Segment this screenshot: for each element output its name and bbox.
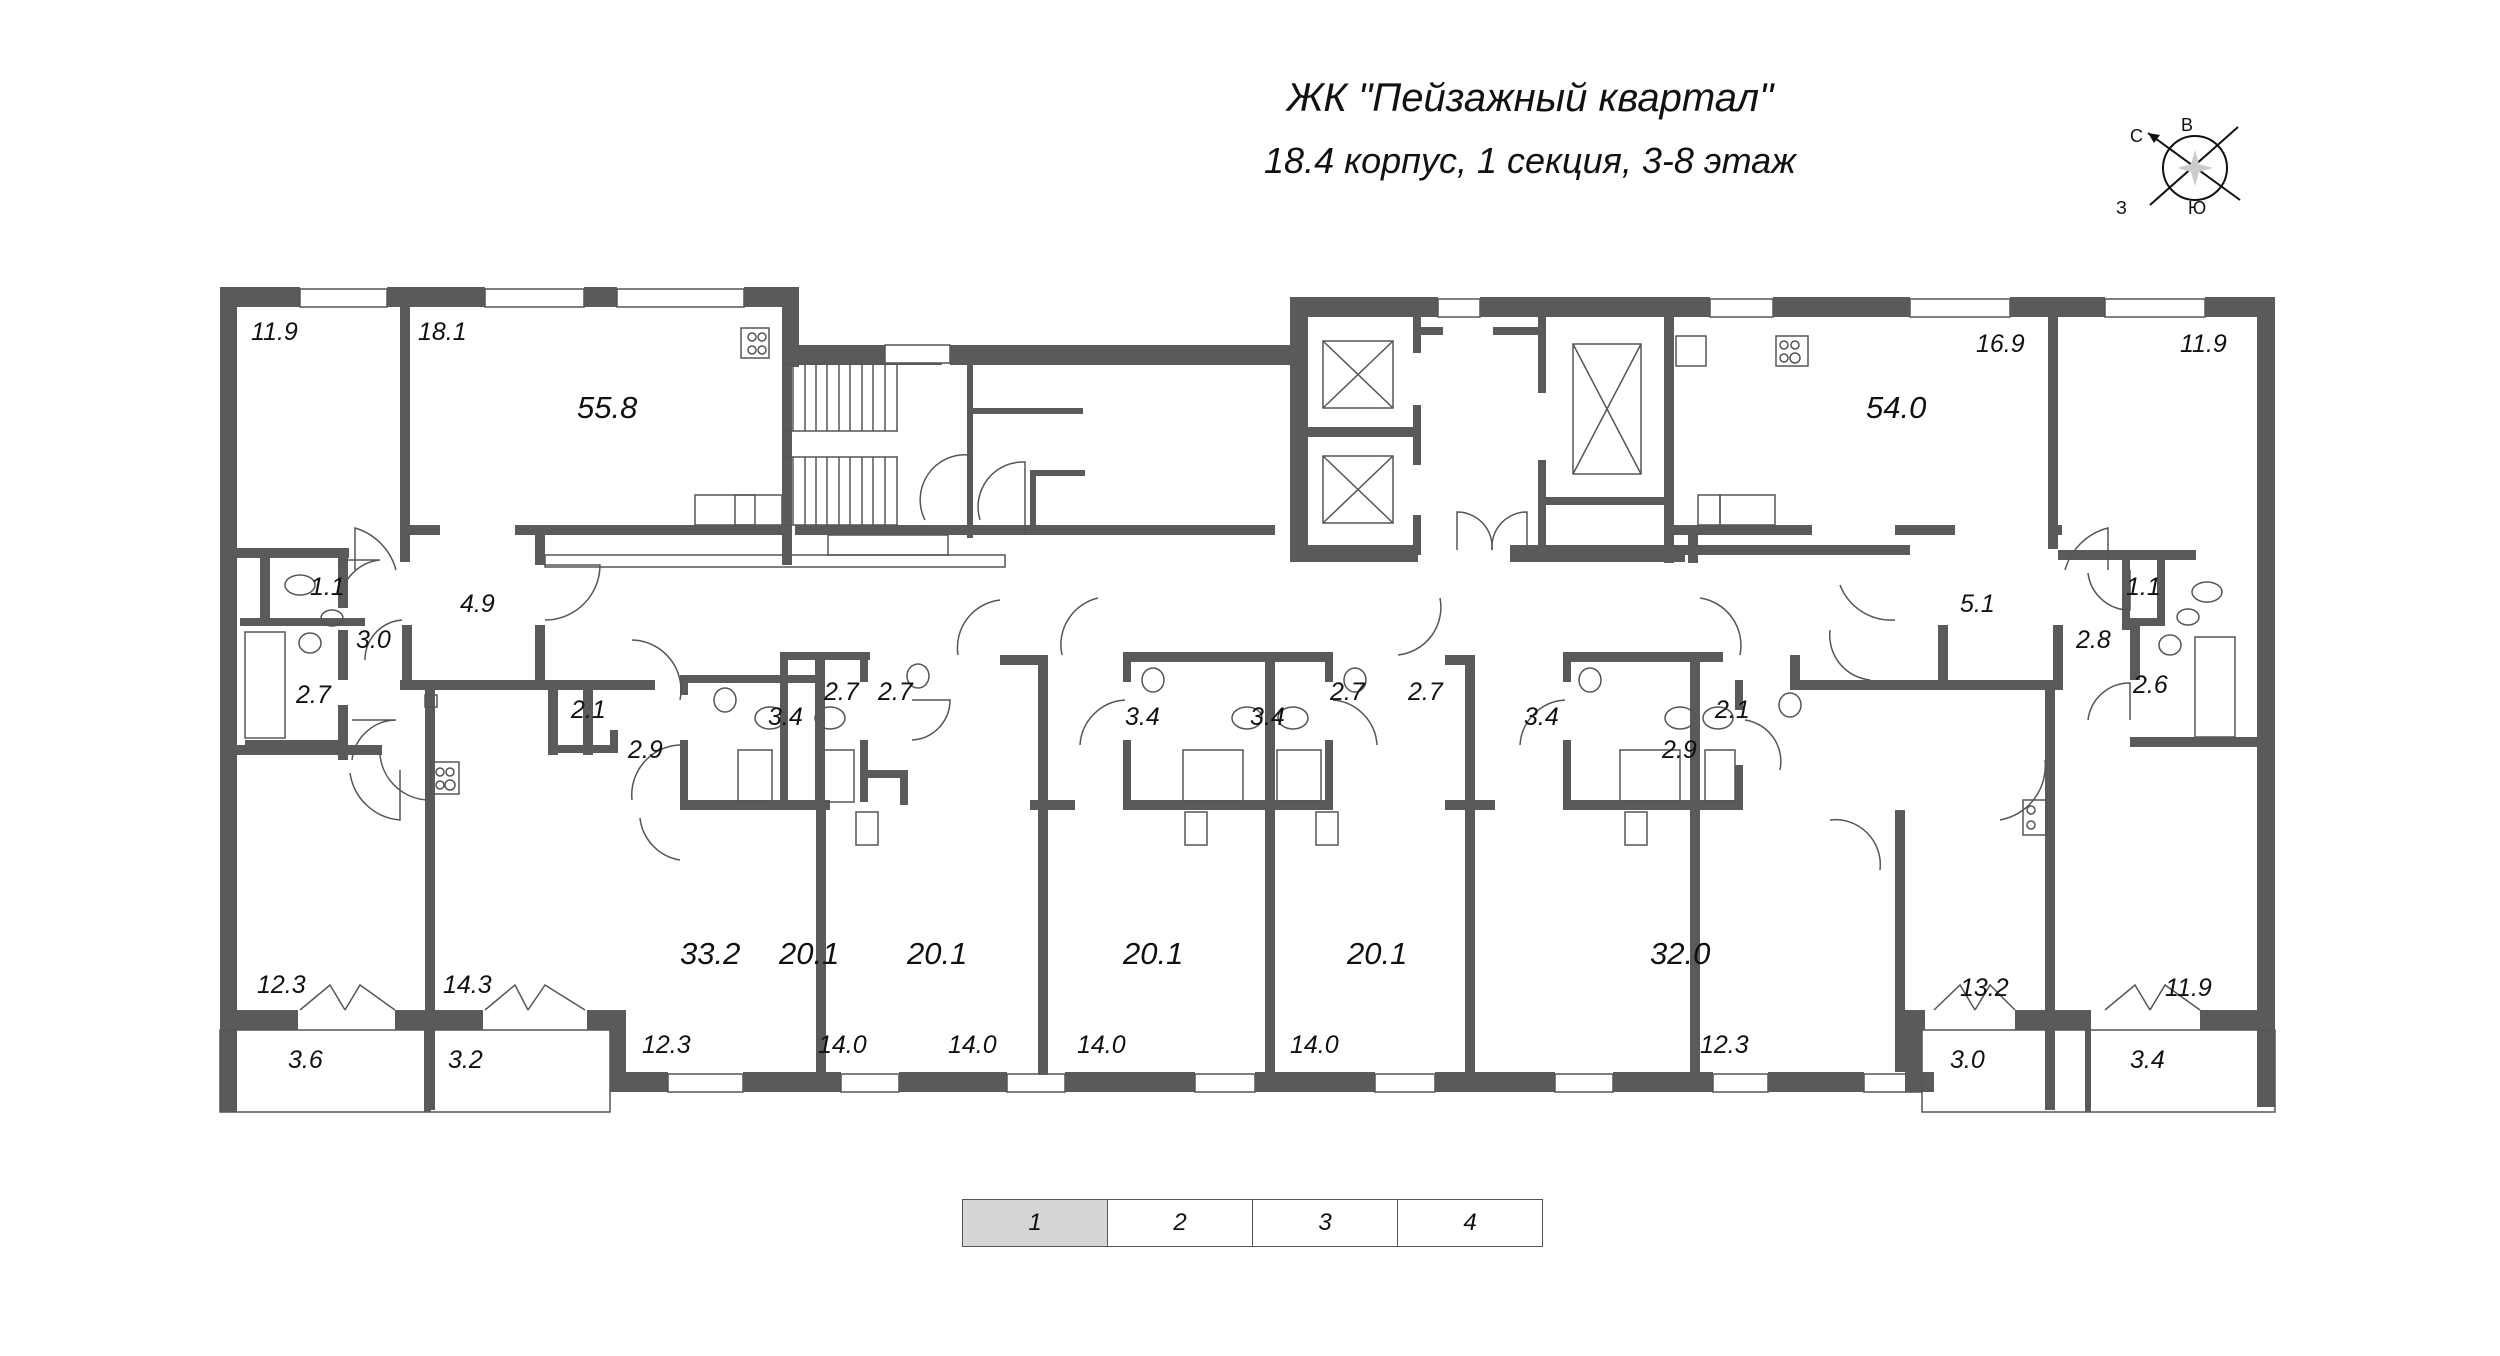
area-label: 2.7 xyxy=(1407,678,1444,706)
complex-title: ЖК "Пейзажный квартал" xyxy=(1286,76,1774,120)
compass-east-label: В xyxy=(2181,115,2193,135)
area-total-label: 20.1 xyxy=(906,936,967,971)
area-label: 3.4 xyxy=(1524,703,1559,731)
area-total-label: 55.8 xyxy=(577,390,638,425)
area-label: 3.4 xyxy=(1125,703,1160,731)
area-label: 4.9 xyxy=(460,590,495,618)
floor-tab-1[interactable]: 1 xyxy=(963,1200,1108,1246)
area-label: 2.1 xyxy=(570,696,606,724)
area-label: 11.9 xyxy=(2165,974,2212,1002)
area-label: 14.0 xyxy=(948,1031,997,1059)
compass-north-label: С xyxy=(2130,126,2143,146)
stairwell xyxy=(782,363,1275,562)
area-total-label: 54.0 xyxy=(1866,390,1926,425)
area-label: 12.3 xyxy=(257,971,306,999)
area-total-label: 33.2 xyxy=(680,936,740,971)
compass-west-label: З xyxy=(2116,198,2127,218)
area-total-label: 20.1 xyxy=(1122,936,1183,971)
area-label: 2.7 xyxy=(1329,678,1366,706)
area-label: 3.0 xyxy=(356,626,391,654)
outer-walls xyxy=(220,287,2275,1112)
area-total-label: 20.1 xyxy=(778,936,839,971)
compass-icon: С В З Ю xyxy=(2116,115,2241,218)
area-label: 11.9 xyxy=(251,318,298,346)
area-label: 3.4 xyxy=(1250,703,1285,731)
apartment-left-lower[interactable] xyxy=(237,690,618,1011)
area-label: 3.0 xyxy=(1950,1046,1985,1074)
area-label: 2.6 xyxy=(2132,671,2168,699)
area-label: 11.9 xyxy=(2180,330,2227,358)
area-label: 2.7 xyxy=(295,681,332,709)
area-label: 13.2 xyxy=(1960,974,2009,1002)
area-label: 1.1 xyxy=(310,573,345,601)
area-label: 3.6 xyxy=(288,1046,323,1074)
area-label: 2.7 xyxy=(823,678,860,706)
area-label: 2.9 xyxy=(1661,736,1697,764)
area-total-label: 32.0 xyxy=(1650,936,1710,971)
area-total-label: 20.1 xyxy=(1346,936,1407,971)
area-label: 3.4 xyxy=(768,703,803,731)
studios[interactable] xyxy=(631,597,1915,1075)
floor-tab-2[interactable]: 2 xyxy=(1108,1200,1253,1246)
area-label: 12.3 xyxy=(642,1031,691,1059)
room-labels: 11.9 18.1 55.8 4.9 1.1 3.0 2.7 2.1 2.9 1… xyxy=(251,318,2227,1074)
area-label: 14.3 xyxy=(443,971,492,999)
area-label: 3.4 xyxy=(2130,1046,2165,1074)
area-label: 3.2 xyxy=(448,1046,483,1074)
area-label: 14.0 xyxy=(818,1031,867,1059)
area-label: 5.1 xyxy=(1960,590,1995,618)
floor-tab-3[interactable]: 3 xyxy=(1253,1200,1398,1246)
floor-tabs: 1 2 3 4 xyxy=(962,1199,1543,1247)
area-label: 2.7 xyxy=(877,678,914,706)
floor-tab-4[interactable]: 4 xyxy=(1398,1200,1542,1246)
area-label: 2.1 xyxy=(1714,696,1750,724)
area-label: 12.3 xyxy=(1700,1031,1749,1059)
area-label: 18.1 xyxy=(418,318,467,346)
elevator-core xyxy=(1290,297,1707,563)
section-subtitle: 18.4 корпус, 1 секция, 3-8 этаж xyxy=(1264,140,1796,181)
area-label: 2.8 xyxy=(2075,626,2111,654)
apartment-54-0[interactable] xyxy=(1674,317,2275,1110)
area-label: 14.0 xyxy=(1290,1031,1339,1059)
apartment-55-8[interactable] xyxy=(237,307,1006,1110)
area-label: 16.9 xyxy=(1976,330,2025,358)
area-label: 14.0 xyxy=(1077,1031,1126,1059)
area-label: 1.1 xyxy=(2126,573,2161,601)
compass-south-label: Ю xyxy=(2188,198,2206,218)
area-label: 2.9 xyxy=(627,736,663,764)
